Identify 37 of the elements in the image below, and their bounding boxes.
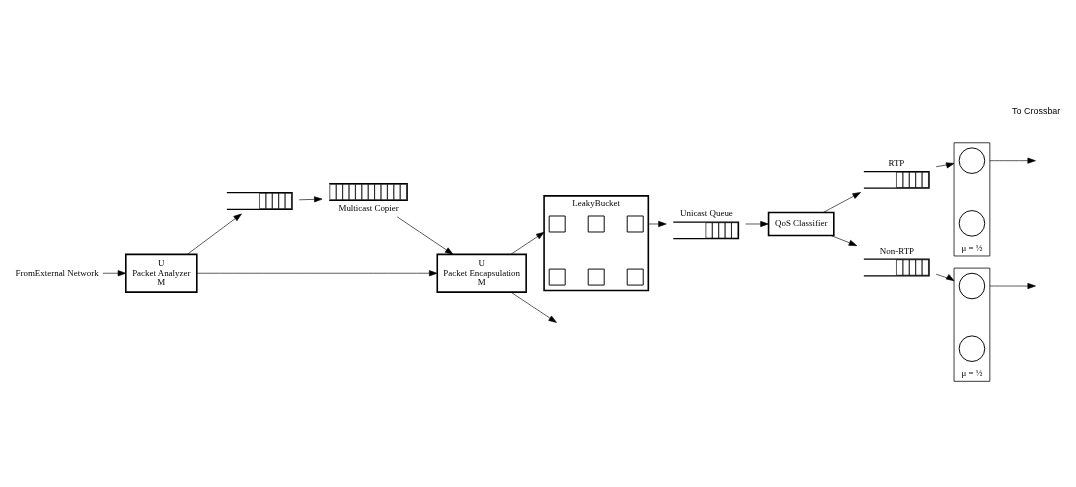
cluster: μ = ½ bbox=[953, 142, 991, 257]
node-box bbox=[548, 268, 566, 286]
node-box: U Packet Encapsulation M bbox=[436, 253, 527, 293]
arrow bbox=[745, 221, 769, 227]
arrow bbox=[102, 270, 127, 277]
node-label: Unicast Queue bbox=[679, 208, 733, 219]
arrow bbox=[830, 235, 858, 246]
arrow bbox=[396, 216, 454, 255]
node-circle bbox=[958, 147, 986, 174]
node-label: Multicast Copier bbox=[338, 202, 399, 213]
node-box: QoS Classifier bbox=[767, 211, 835, 237]
arrow bbox=[510, 291, 557, 323]
node-box bbox=[587, 268, 605, 286]
node-circle bbox=[958, 272, 986, 300]
node-label: Non-RTP bbox=[879, 245, 915, 256]
arrow bbox=[510, 231, 545, 255]
node-circle bbox=[958, 210, 986, 237]
arrow bbox=[989, 157, 1036, 164]
node-box: U Packet Analyzer M bbox=[125, 253, 198, 293]
cluster: μ = ½ bbox=[953, 267, 991, 382]
arrow bbox=[298, 196, 323, 203]
arrow bbox=[989, 283, 1036, 290]
node-text: FromExternal Network bbox=[15, 267, 99, 278]
label: To Crossbar bbox=[1012, 106, 1061, 117]
arrow bbox=[935, 273, 955, 282]
node-box bbox=[626, 268, 644, 286]
arrow bbox=[196, 270, 438, 277]
arrow bbox=[648, 221, 667, 227]
arrow bbox=[187, 213, 242, 255]
node-box bbox=[626, 215, 644, 233]
node-label: RTP bbox=[888, 157, 905, 168]
node-box bbox=[587, 215, 605, 233]
cluster: LeakyBucket bbox=[543, 195, 650, 292]
node-circle bbox=[958, 335, 986, 362]
arrow bbox=[823, 192, 861, 213]
arrow bbox=[935, 162, 955, 169]
node-box bbox=[548, 215, 566, 233]
